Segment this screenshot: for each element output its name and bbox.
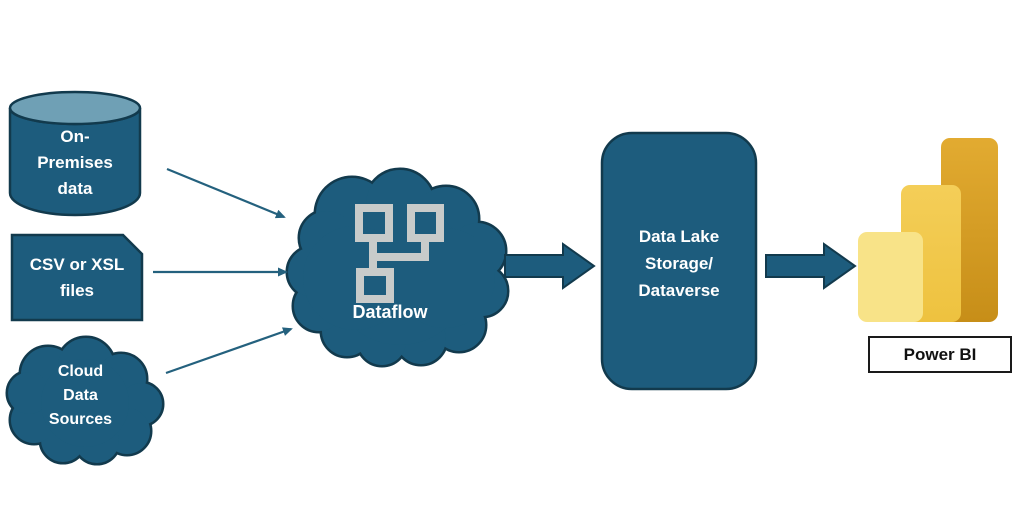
datalake-box <box>600 131 758 391</box>
powerbi-bar-left <box>858 232 923 322</box>
cylinder-top <box>8 90 142 126</box>
connector-arrows <box>153 167 293 375</box>
arrow-onprem-to-dataflow <box>166 167 286 219</box>
csv-file-shape <box>10 233 144 322</box>
dataflow-branch-icon <box>355 204 444 303</box>
powerbi-label-box: Power BI <box>868 336 1012 373</box>
powerbi-logo <box>858 138 998 322</box>
arrow-cloudsrc-to-dataflow <box>165 327 293 375</box>
cloud-data-sources-shape <box>5 335 165 466</box>
block-arrow-dataflow-to-datalake <box>504 242 596 290</box>
dataflow-cloud-shape <box>285 167 510 368</box>
on-premises-cylinder-shape <box>8 90 142 217</box>
block-arrow-datalake-to-powerbi <box>765 242 857 290</box>
powerbi-label: Power BI <box>903 344 977 364</box>
